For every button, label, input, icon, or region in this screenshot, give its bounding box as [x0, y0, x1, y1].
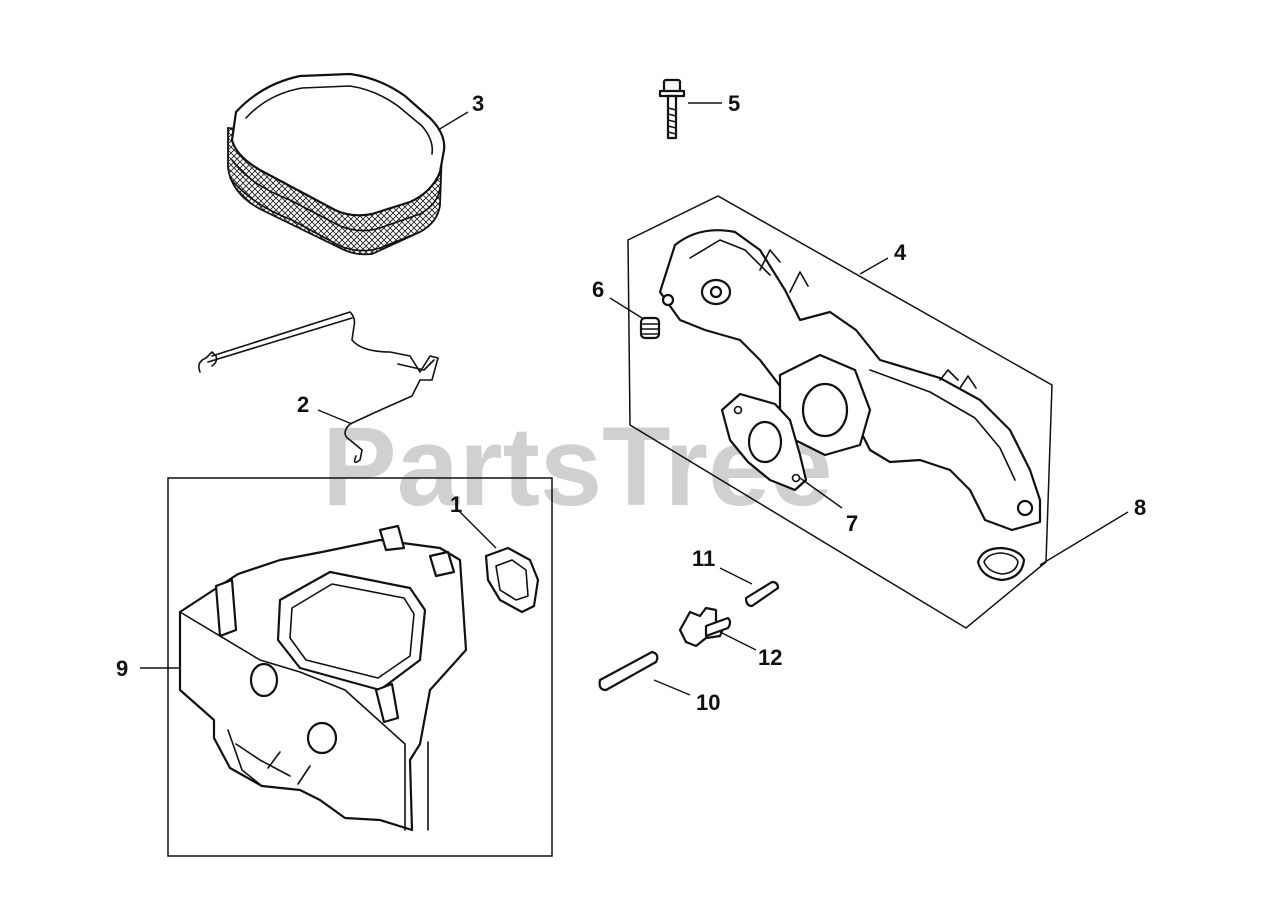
callout-10: 10: [696, 690, 720, 715]
callout-3: 3: [472, 91, 484, 116]
threaded-fitting[interactable]: [639, 316, 661, 340]
callout-2: 2: [297, 392, 309, 417]
air-cleaner-base-group-box: [167, 477, 553, 857]
callout-1: 1: [450, 492, 462, 517]
wire-retainer[interactable]: [198, 311, 439, 464]
callout-12: 12: [758, 645, 782, 670]
callout-11: 11: [692, 546, 715, 571]
callout-9: 9: [116, 656, 128, 681]
o-ring[interactable]: [976, 546, 1026, 582]
callout-5: 5: [728, 91, 740, 116]
intake-manifold[interactable]: [658, 229, 1042, 532]
callout-4: 4: [894, 240, 907, 265]
air-filter-element[interactable]: [227, 72, 446, 256]
long-pin[interactable]: [598, 650, 659, 692]
callout-7: 7: [846, 511, 858, 536]
callout-8: 8: [1134, 495, 1146, 520]
choke-lever-pin[interactable]: [678, 606, 732, 648]
short-pin[interactable]: [744, 580, 780, 608]
leader-lines: [140, 102, 1129, 696]
manifold-gasket[interactable]: [720, 392, 808, 492]
callout-6: 6: [592, 277, 604, 302]
flange-bolt[interactable]: [658, 78, 686, 140]
air-cleaner-base[interactable]: [178, 524, 468, 832]
base-gasket[interactable]: [484, 546, 540, 614]
